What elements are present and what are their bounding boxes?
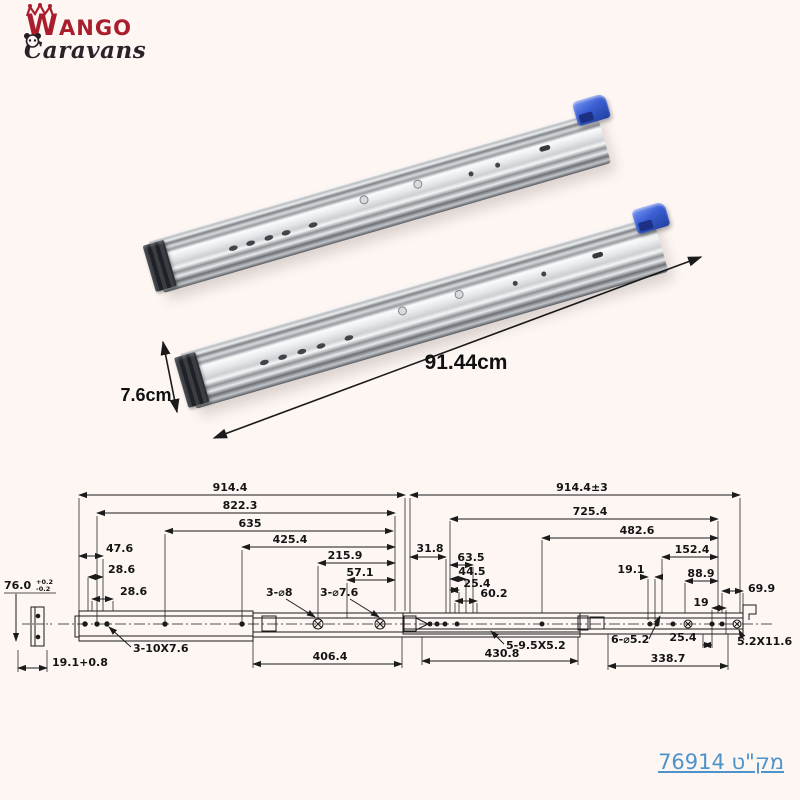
dim-31: 31.8 (416, 542, 443, 555)
dim-19: 19 (693, 596, 708, 609)
photo-length-label: 91.44cm (425, 351, 508, 374)
crown-icon (25, 3, 55, 17)
dim-height-tol-plus: +0.2 (36, 578, 53, 586)
dim-152: 152.4 (675, 543, 710, 556)
dim-25a: 25.4 (463, 577, 490, 590)
panda-icon (24, 33, 41, 48)
dim-215: 215.9 (328, 549, 363, 562)
brand-wordmark-secondary-text: Caravans (24, 37, 147, 64)
dim-47: 47.6 (106, 542, 133, 555)
dim-height-tol-minus: -0.2 (36, 585, 50, 593)
dim-406: 406.4 (313, 650, 348, 663)
dim-overall-closed: 914.4 (213, 481, 248, 494)
dim-height: 76.0 (4, 579, 31, 592)
sku-link[interactable]: מק"ט 76914 (644, 750, 784, 774)
brand-logo: WANGO Caravans (24, 3, 174, 64)
dim-25b: 25.4 (669, 631, 696, 644)
label-holes-8: 3-⌀8 (266, 586, 293, 599)
slide-profile-geometry (22, 604, 772, 647)
dim-338: 338.7 (651, 652, 686, 665)
dimension-lines (4, 491, 746, 672)
blue-release-handle (631, 201, 671, 235)
label-holes-5-2: 6-⌀5.2 (611, 633, 649, 646)
photo-width-label: 7.6cm (120, 385, 171, 405)
dim-482: 482.6 (620, 524, 655, 537)
dim-725: 725.4 (573, 505, 608, 518)
brand-wordmark-primary: WANGO (26, 8, 132, 42)
sku-text[interactable]: מק"ט 76914 (658, 750, 784, 774)
dim-60: 60.2 (480, 587, 507, 600)
label-slot-end: 5.2X11.6 (737, 635, 792, 648)
label-slots-right: 5-9.5X5.2 (506, 639, 566, 652)
dim-63: 63.5 (457, 551, 484, 564)
dim-69: 69.9 (748, 582, 775, 595)
dim-88: 88.9 (687, 567, 714, 580)
extension-lines (17, 498, 744, 672)
dim-635: 635 (239, 517, 262, 530)
dimension-labels: 914.4 822.3 635 425.4 215.9 57.1 47.6 28… (4, 481, 792, 669)
brand-wordmark-secondary: Caravans (24, 33, 174, 64)
dim-44: 44.5 (458, 565, 485, 578)
dim-19-1: 19.1 (617, 563, 644, 576)
dim-overall-extended: 914.4±3 (556, 481, 608, 494)
dim-57: 57.1 (346, 566, 373, 579)
dim-19-bottom: 19.1+0.8 (52, 656, 108, 669)
label-holes-7-6: 3-⌀7.6 (320, 586, 359, 599)
dim-425: 425.4 (273, 533, 308, 546)
label-slots-left: 3-10X7.6 (133, 642, 189, 655)
dim-430: 430.8 (485, 647, 520, 660)
dim-822: 822.3 (223, 499, 258, 512)
blue-release-handle (571, 93, 612, 127)
dim-28a: 28.6 (108, 563, 135, 576)
dim-28b: 28.6 (120, 585, 147, 598)
